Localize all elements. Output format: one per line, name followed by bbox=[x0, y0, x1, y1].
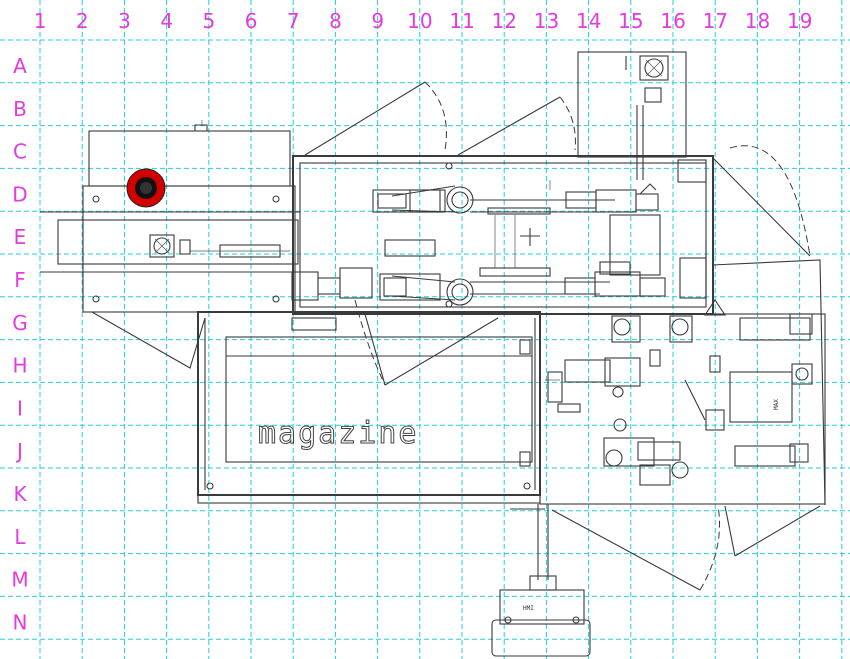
row-label: A bbox=[13, 54, 27, 78]
row-label: H bbox=[12, 354, 27, 378]
column-label: 4 bbox=[160, 9, 173, 33]
machine-drawing: MAX magazine bbox=[40, 51, 826, 657]
column-label: 3 bbox=[118, 9, 131, 33]
hmi-panel[interactable] bbox=[499, 589, 585, 625]
column-label: 11 bbox=[449, 9, 474, 33]
row-label: B bbox=[13, 97, 27, 121]
column-label: 1 bbox=[34, 9, 47, 33]
row-label: I bbox=[17, 396, 23, 420]
max-label: MAX bbox=[773, 399, 780, 410]
row-label: E bbox=[14, 225, 27, 249]
row-label: K bbox=[13, 482, 27, 506]
fan-icon bbox=[639, 55, 669, 81]
row-label: D bbox=[12, 182, 27, 206]
column-label: 13 bbox=[534, 9, 559, 33]
row-label: J bbox=[15, 439, 23, 463]
fan-icon bbox=[149, 234, 175, 258]
main-frame bbox=[292, 155, 714, 315]
column-label: 18 bbox=[745, 9, 770, 33]
column-label: 5 bbox=[203, 9, 216, 33]
column-label: 9 bbox=[371, 9, 384, 33]
column-label: 7 bbox=[287, 9, 300, 33]
column-label: 2 bbox=[76, 9, 89, 33]
column-label: 16 bbox=[660, 9, 685, 33]
magazine-area bbox=[225, 336, 533, 463]
row-label: G bbox=[12, 311, 28, 335]
column-label: 15 bbox=[618, 9, 643, 33]
infeed-base bbox=[82, 185, 296, 313]
top-right-box bbox=[577, 51, 687, 158]
column-label: 8 bbox=[329, 9, 342, 33]
row-label: F bbox=[14, 268, 26, 292]
column-label: 6 bbox=[245, 9, 258, 33]
magazine-label: magazine bbox=[258, 416, 419, 451]
column-label: 19 bbox=[787, 9, 812, 33]
upper-drive bbox=[372, 183, 659, 215]
lower-drive bbox=[291, 239, 666, 306]
column-label: 12 bbox=[492, 9, 517, 33]
hmi-label: HMI bbox=[523, 605, 534, 612]
infeed-channel bbox=[57, 219, 299, 265]
emergency-stop-icon[interactable] bbox=[126, 168, 166, 208]
column-label: 14 bbox=[576, 9, 601, 33]
top-left-cabinet bbox=[88, 130, 291, 187]
column-label: 17 bbox=[703, 9, 728, 33]
row-label: L bbox=[14, 525, 26, 549]
row-label: C bbox=[13, 140, 27, 164]
column-label: 10 bbox=[407, 9, 432, 33]
row-label: N bbox=[13, 610, 28, 634]
row-label: M bbox=[11, 568, 28, 592]
